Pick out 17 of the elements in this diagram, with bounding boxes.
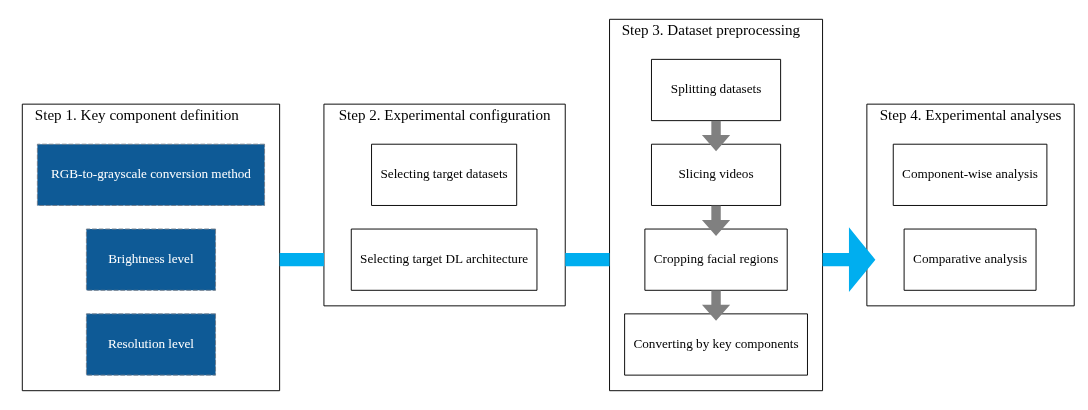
node-box: Converting by key components [623,313,808,376]
node-box: Cropping facial regions [643,228,788,291]
node-box: Slicing videos [650,143,781,206]
node-box: Splitting datasets [650,58,781,122]
arrow [701,120,730,152]
node-box: Resolution level [85,313,216,376]
connector [564,253,610,267]
node-box: Selecting target datasets [370,143,517,206]
node-box: Brightness level [85,228,216,291]
arrow [822,227,875,293]
node-box: Component-wise analysis [892,143,1047,206]
arrow [701,290,730,321]
node-box: Comparative analysis [903,228,1037,291]
node-box: RGB-to-grayscale conversion method [36,143,265,206]
arrow [701,205,730,236]
connector [279,253,324,267]
node-box: Selecting target DL architecture [350,228,537,291]
